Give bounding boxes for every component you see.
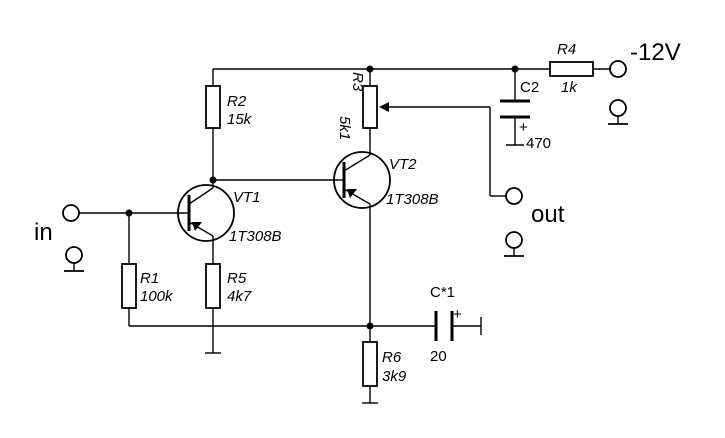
resistor-r4 (549, 61, 594, 77)
transistor-vt2 (333, 151, 391, 209)
r3-value: 5k1 (336, 116, 353, 140)
vt2-value: 1T308B (386, 191, 439, 208)
vt2-emitter-arrow-icon (347, 189, 357, 198)
c2-ref: C2 (520, 79, 539, 96)
r5-value: 4k7 (227, 288, 252, 305)
ground-icon (504, 231, 524, 257)
junction-bottom-bus (366, 322, 374, 330)
vt1-ref: VT1 (233, 189, 261, 206)
c1-value: 20 (430, 348, 447, 365)
ground-icon (64, 246, 84, 272)
c1-ref: C*1 (430, 284, 455, 301)
input-terminal[interactable] (62, 204, 80, 222)
capacitor-c2 (500, 99, 530, 119)
supply-terminal[interactable] (609, 60, 627, 78)
capacitor-c1 (434, 311, 454, 341)
r3-ref: R3 (349, 72, 366, 92)
output-terminal[interactable] (505, 187, 523, 205)
junction-input (125, 209, 133, 217)
junction-r3-top (366, 65, 374, 73)
r6-value: 3k9 (382, 368, 407, 385)
resistor-r2 (205, 85, 221, 129)
ground-icon (608, 99, 628, 125)
supply-label: -12V (630, 39, 681, 66)
vt2-ref: VT2 (389, 156, 417, 173)
r3-wiper-arrow-icon (379, 102, 389, 112)
resistor-r5 (205, 263, 221, 309)
r2-ref: R2 (227, 93, 247, 110)
r2-value: 15k (227, 111, 253, 128)
r4-value: 1k (561, 79, 578, 96)
transistor-vt1 (177, 180, 235, 242)
junctions (125, 65, 519, 330)
r4-ref: R4 (557, 41, 576, 58)
resistor-r6 (362, 341, 378, 387)
resistor-r3 (362, 85, 378, 129)
c1-polarity: + (453, 306, 462, 323)
r6-ref: R6 (382, 349, 402, 366)
input-label: in (34, 219, 53, 246)
vt1-emitter-arrow-icon (192, 222, 202, 231)
resistor-r1 (121, 263, 137, 309)
junction-c2-top (511, 65, 519, 73)
c2-polarity: + (519, 119, 528, 136)
r1-value: 100k (140, 288, 174, 305)
vt1-value: 1T308B (229, 228, 282, 245)
r5-ref: R5 (227, 270, 247, 287)
r1-ref: R1 (140, 270, 159, 287)
output-label: out (531, 201, 565, 228)
c2-value: 470 (526, 135, 551, 152)
